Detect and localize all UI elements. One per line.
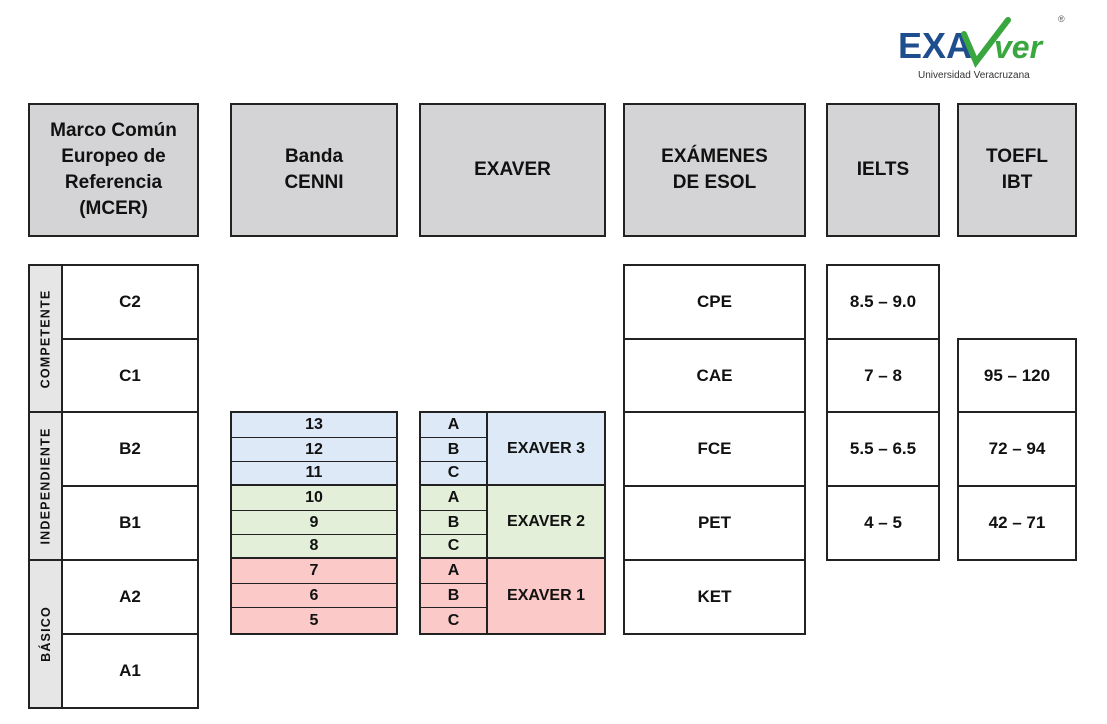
mcer-level-c1: C1 — [61, 338, 199, 413]
registered-mark: ® — [1058, 14, 1065, 24]
esol-exam-cae: CAE — [623, 338, 806, 413]
exaver-sublevel: C — [421, 608, 486, 633]
cenni-band: 5 — [232, 608, 396, 633]
cenni-band: 13 — [232, 413, 396, 438]
exaver-sublevel: A — [421, 486, 486, 511]
ielts-score: 4 – 5 — [826, 485, 940, 561]
logo-text-ver: ver — [994, 29, 1044, 65]
exaver-sublevel: B — [421, 584, 486, 608]
ielts-score: 8.5 – 9.0 — [826, 264, 940, 340]
mcer-level-b1: B1 — [61, 485, 199, 561]
ielts-score: 5.5 – 6.5 — [826, 411, 940, 487]
cenni-band: 12 — [232, 438, 396, 462]
ielts-score: 7 – 8 — [826, 338, 940, 413]
check-icon — [961, 17, 1011, 68]
group-basico: BÁSICO — [28, 559, 63, 709]
group-label: BÁSICO — [38, 606, 53, 662]
group-competente: COMPETENTE — [28, 264, 63, 413]
cenni-band: 8 — [232, 535, 396, 559]
exaver-sublevel: A — [421, 413, 486, 438]
exaver-sublevels: A B C A B C A B C — [419, 411, 488, 635]
toefl-score: 72 – 94 — [957, 411, 1077, 487]
cenni-band: 9 — [232, 511, 396, 535]
header-mcer: Marco Común Europeo de Referencia (MCER) — [28, 103, 199, 237]
esol-exam-fce: FCE — [623, 411, 806, 487]
exaver-sublevel: A — [421, 559, 486, 584]
mcer-level-c2: C2 — [61, 264, 199, 340]
mcer-level-a2: A2 — [61, 559, 199, 635]
logo-text-exa: EXA — [898, 25, 972, 66]
exaver-sublevel: B — [421, 438, 486, 462]
exaver-sublevel: C — [421, 535, 486, 559]
group-label: COMPETENTE — [38, 289, 53, 388]
toefl-score: 42 – 71 — [957, 485, 1077, 561]
mcer-level-a1: A1 — [61, 633, 199, 709]
exaver-levels: EXAVER 3 EXAVER 2 EXAVER 1 — [486, 411, 606, 635]
toefl-score: 95 – 120 — [957, 338, 1077, 413]
cenni-band: 10 — [232, 486, 396, 511]
exaver-level-2: EXAVER 2 — [488, 486, 604, 559]
exaver-logo: EXA ver ® Universidad Veracruzana — [896, 12, 1076, 84]
exaver-logo-mark: EXA ver ® Universidad Veracruzana — [898, 14, 1065, 81]
header-esol: EXÁMENES DE ESOL — [623, 103, 806, 237]
cenni-band: 7 — [232, 559, 396, 584]
cenni-band: 6 — [232, 584, 396, 608]
exaver-level-3: EXAVER 3 — [488, 413, 604, 486]
exaver-level-1: EXAVER 1 — [488, 559, 604, 633]
header-toefl: TOEFL IBT — [957, 103, 1077, 237]
group-independiente: INDEPENDIENTE — [28, 411, 63, 561]
esol-exam-cpe: CPE — [623, 264, 806, 340]
header-cenni: Banda CENNI — [230, 103, 398, 237]
esol-exam-ket: KET — [623, 559, 806, 635]
group-label: INDEPENDIENTE — [38, 427, 53, 545]
logo-subtitle: Universidad Veracruzana — [918, 70, 1030, 81]
esol-exam-pet: PET — [623, 485, 806, 561]
header-ielts: IELTS — [826, 103, 940, 237]
exaver-sublevel: C — [421, 462, 486, 486]
header-exaver: EXAVER — [419, 103, 606, 237]
cenni-bands: 13 12 11 10 9 8 7 6 5 — [230, 411, 398, 635]
mcer-level-b2: B2 — [61, 411, 199, 487]
cenni-band: 11 — [232, 462, 396, 486]
exaver-sublevel: B — [421, 511, 486, 535]
